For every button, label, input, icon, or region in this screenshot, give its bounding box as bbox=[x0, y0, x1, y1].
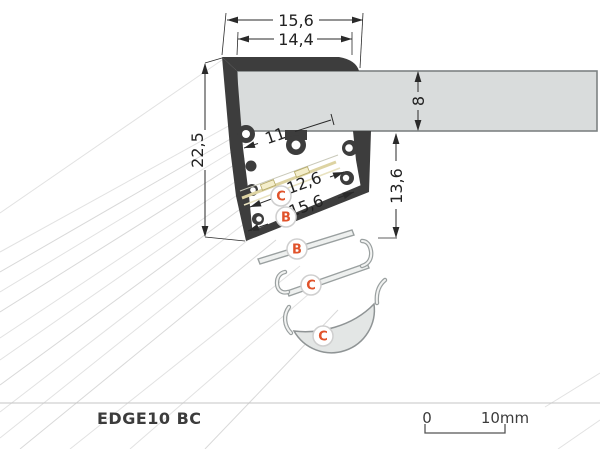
dim-total-height-label: 22,5 bbox=[188, 132, 207, 168]
marker-b-cover-label: B bbox=[292, 243, 302, 258]
marker-c-dim-label: C bbox=[276, 190, 286, 205]
dimension-panel-thickness: 8 bbox=[409, 71, 428, 131]
marker-c-cover-label: C bbox=[306, 279, 316, 294]
marker-b-cover: B bbox=[286, 238, 308, 260]
left-clip-mid bbox=[245, 160, 257, 172]
product-name: EDGE10 BC bbox=[97, 409, 202, 428]
channel-interior bbox=[244, 133, 366, 236]
footer: EDGE10 BC 0 10mm bbox=[0, 402, 600, 434]
dimension-total-height: 22,5 bbox=[188, 57, 246, 242]
led-diode bbox=[259, 179, 277, 191]
scale-start-label: 0 bbox=[422, 409, 432, 427]
marker-b-dim: B bbox=[275, 206, 297, 228]
scale-end-label: 10mm bbox=[481, 409, 529, 427]
marker-c-cover: C bbox=[300, 274, 322, 296]
marker-c-dome: C bbox=[312, 325, 334, 347]
profile-top-cap bbox=[222, 57, 359, 71]
dimension-outer-width: 15,6 bbox=[221, 11, 364, 69]
dimension-channel-drop: 13,6 bbox=[378, 133, 406, 239]
dim-outer-width-label: 15,6 bbox=[278, 11, 314, 30]
marker-c-dome-label: C bbox=[318, 330, 328, 345]
dim-inner-width-label: 14,4 bbox=[278, 30, 314, 49]
marker-c-dim: C bbox=[270, 185, 292, 207]
led-strip bbox=[239, 154, 341, 206]
marker-b-dim-label: B bbox=[281, 211, 291, 226]
scale-bar: 0 10mm bbox=[422, 409, 529, 434]
dim-panel-thickness-label: 8 bbox=[409, 96, 428, 106]
dimension-inner-width: 14,4 bbox=[236, 30, 353, 56]
dim-channel-drop-label: 13,6 bbox=[387, 168, 406, 204]
led-diode bbox=[293, 166, 311, 178]
scale-bracket bbox=[424, 424, 506, 434]
profile-left-wall bbox=[222, 57, 253, 241]
